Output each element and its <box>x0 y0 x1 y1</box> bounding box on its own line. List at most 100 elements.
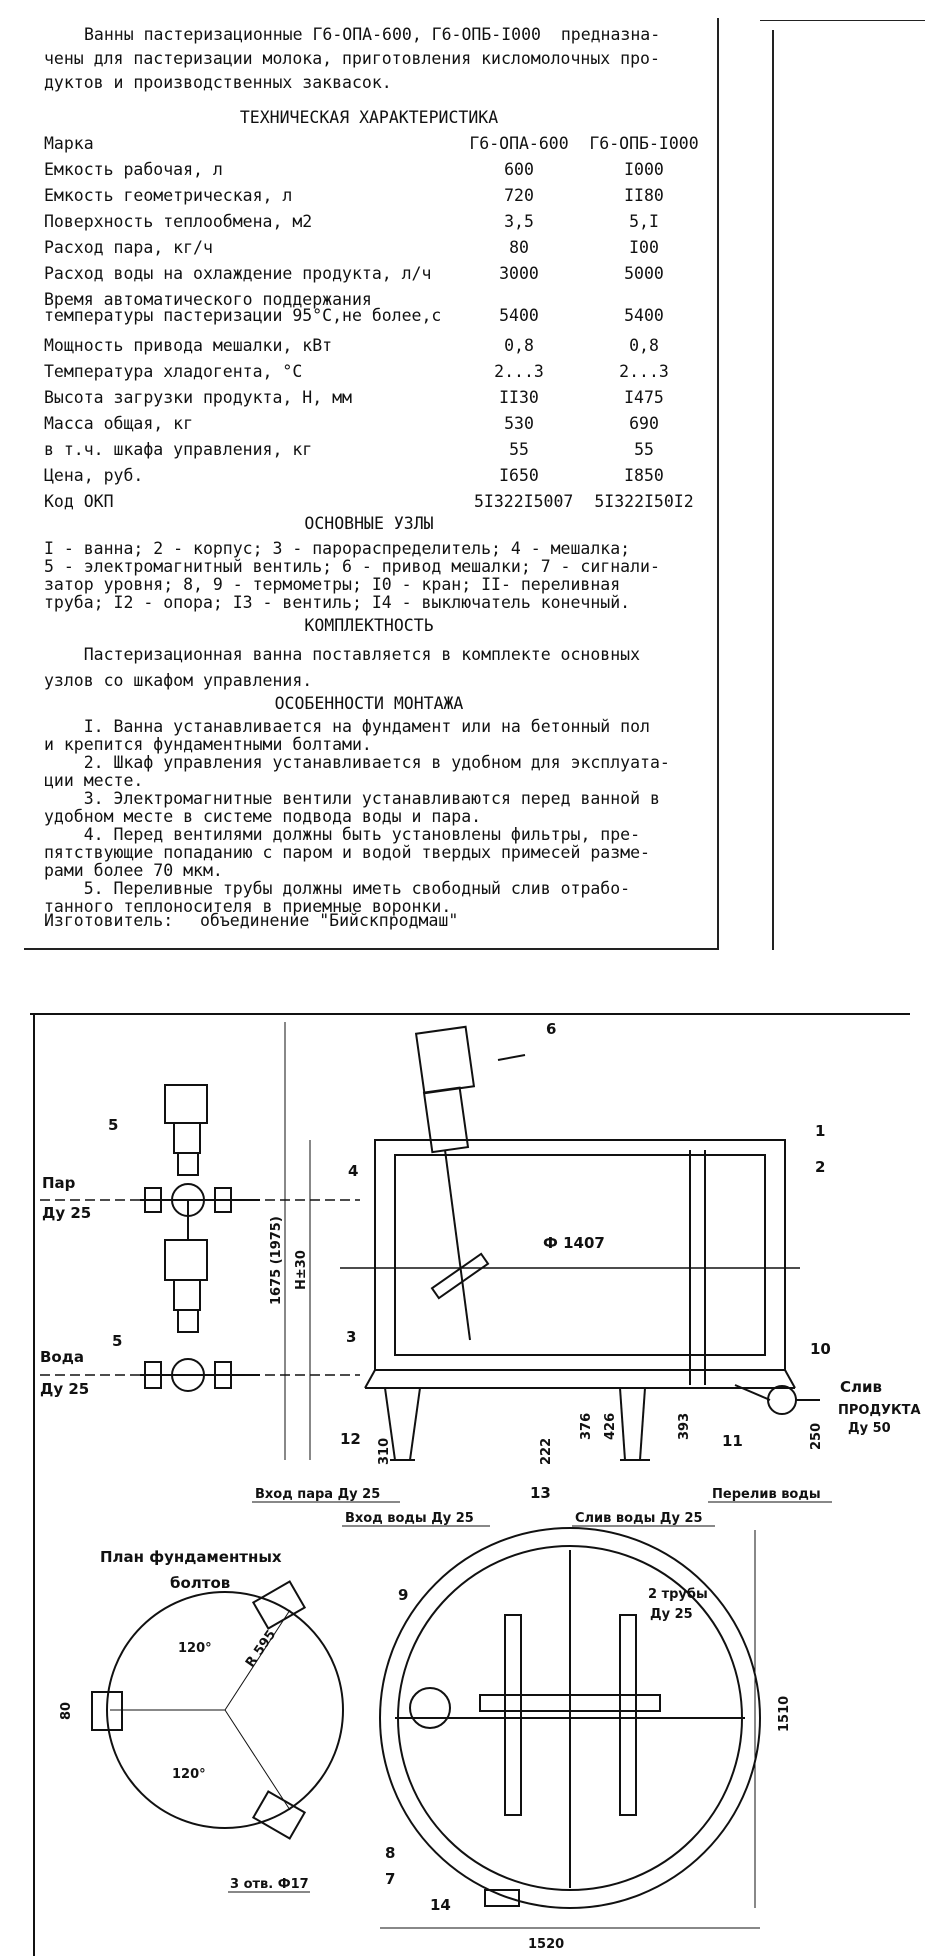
callout-10: 10 <box>810 1340 831 1358</box>
spec-label: Код ОКП <box>44 492 114 511</box>
sheet-right-rule <box>772 30 774 950</box>
callout-8: 8 <box>385 1844 395 1862</box>
spec-value-2: II80 <box>624 186 664 205</box>
water-valve <box>140 1200 260 1392</box>
spec-row: в т.ч. шкафа управления, кг 55 55 <box>44 440 704 465</box>
spec-value-1: 3,5 <box>504 212 534 231</box>
maker-label: Изготовитель: <box>44 911 174 930</box>
dim-393: 393 <box>677 1413 692 1440</box>
steam-valve <box>140 1084 260 1217</box>
callout-6: 6 <box>546 1020 556 1038</box>
callout-9: 9 <box>398 1586 408 1604</box>
spec-row: Расход пара, кг/ч 80 I00 <box>44 238 704 263</box>
spec-label: Расход воды на охлаждение продукта, л/ч <box>44 264 432 283</box>
spec-value-2: 5400 <box>624 306 664 325</box>
water-in-label: Вход воды Ду 25 <box>345 1511 474 1526</box>
vat-plan <box>379 1527 761 1909</box>
drain-label: Слив <box>840 1378 882 1396</box>
callout-2: 2 <box>815 1158 825 1176</box>
intro-line-2: чены для пастеризации молока, приготовле… <box>44 49 660 68</box>
bolt-angle-2: 120° <box>172 1767 206 1782</box>
spec-label: Поверхность теплообмена, м2 <box>44 212 313 231</box>
callout-3: 3 <box>346 1328 356 1346</box>
dim-222: 222 <box>539 1438 554 1465</box>
dim-310: 310 <box>377 1438 392 1465</box>
specs-title: ТЕХНИЧЕСКАЯ ХАРАКТЕРИСТИКА <box>239 108 499 127</box>
spec-value-2: I00 <box>629 238 659 257</box>
spec-value-2: 55 <box>634 440 654 459</box>
spec-row: Расход воды на охлаждение продукта, л/ч 3… <box>44 264 704 289</box>
spec-label: Высота загрузки продукта, Н, мм <box>44 388 352 407</box>
intro-line-1: Ванны пастеризационные Г6-ОПА-600, Г6-ОП… <box>84 25 661 44</box>
spec-value-2: 5,I <box>629 212 659 231</box>
pipes-label: 2 трубы <box>648 1587 708 1602</box>
bolt-angle-1: 120° <box>178 1641 212 1656</box>
water-label: Вода <box>40 1348 84 1366</box>
spec-label: Мощность привода мешалки, кВт <box>44 336 333 355</box>
intro-line-3: дуктов и производственных заквасок. <box>44 73 392 92</box>
spec-value-2: 0,8 <box>629 336 659 355</box>
spec-value-2: I475 <box>624 388 664 407</box>
spec-label: температуры пастеризации 95°С,не более,с <box>44 306 442 325</box>
spec-value-2: 5I322I50I2 <box>594 492 694 511</box>
spec-label: Температура хладогента, °С <box>44 362 303 381</box>
sheet-right-border <box>717 18 719 950</box>
spec-value-2: I850 <box>624 466 664 485</box>
spec-value-2: 2...3 <box>619 362 669 381</box>
callout-5b: 5 <box>112 1332 122 1350</box>
spec-row: Емкость геометрическая, л 720 II80 <box>44 186 704 211</box>
steam-label: Пар <box>42 1174 76 1192</box>
spec-label: Расход пара, кг/ч <box>44 238 213 257</box>
callout-14: 14 <box>430 1896 451 1914</box>
callout-7: 7 <box>385 1870 395 1888</box>
spec-label: Емкость рабочая, л <box>44 160 223 179</box>
spec-value-1: 55 <box>509 440 529 459</box>
spec-label: Емкость геометрическая, л <box>44 186 293 205</box>
spec-value-2: 5000 <box>624 264 664 283</box>
specs-header-model-2: Г6-ОПБ-I000 <box>589 134 699 153</box>
dim-426: 426 <box>603 1413 618 1440</box>
spec-value-1: 3000 <box>499 264 539 283</box>
height-h: Н±30 <box>294 1250 309 1290</box>
callout-4: 4 <box>348 1162 358 1180</box>
spec-row: Поверхность теплообмена, м2 3,5 5,I <box>44 212 704 237</box>
spec-value-1: I650 <box>499 466 539 485</box>
spec-value-2: 690 <box>629 414 659 433</box>
spec-value-1: 600 <box>504 160 534 179</box>
specs-header-model-1: Г6-ОПА-600 <box>469 134 569 153</box>
spec-label: Масса общая, кг <box>44 414 194 433</box>
spec-value-1: 5400 <box>499 306 539 325</box>
specs-header-label: Марка <box>44 134 94 153</box>
kit-title: КОМПЛЕКТНОСТЬ <box>304 616 434 635</box>
spec-value-1: 2...3 <box>494 362 544 381</box>
callout-12: 12 <box>340 1430 361 1448</box>
callout-5: 5 <box>108 1116 118 1134</box>
kit-line-2: узлов со шкафом управления. <box>44 671 313 690</box>
kit-line-1: Пастеризационная ванна поставляется в ко… <box>44 645 641 664</box>
spec-value-1: II30 <box>499 388 539 407</box>
drain-dn: Ду 50 <box>848 1421 891 1436</box>
bolt-dim-80: 80 <box>59 1702 74 1720</box>
water-drain-label: Слив воды Ду 25 <box>575 1511 703 1526</box>
spec-row: Высота загрузки продукта, Н, мм II30 I475 <box>44 388 704 413</box>
drain-product-label: ПРОДУКТА <box>838 1403 921 1418</box>
steam-dn: Ду 25 <box>42 1204 91 1222</box>
spec-label: в т.ч. шкафа управления, кг <box>44 440 313 459</box>
maker-value: объединение "Бийскпродмаш" <box>200 911 459 930</box>
spec-value-1: 80 <box>509 238 529 257</box>
plan-title-2: болтов <box>170 1574 230 1592</box>
plan-width-1520: 1520 <box>528 1937 564 1952</box>
bolt-radius: R 595 <box>243 1628 279 1671</box>
spec-value-1: 720 <box>504 186 534 205</box>
height-dimensions <box>284 1022 311 1460</box>
dim-376: 376 <box>579 1413 594 1440</box>
units-text: I - ванна; 2 - корпус; 3 - парораспредел… <box>44 539 660 612</box>
spec-row: Время автоматического поддержания <box>44 290 704 315</box>
mount-text: I. Ванна устанавливается на фундамент ил… <box>44 717 670 916</box>
vat-body <box>364 1139 796 1461</box>
